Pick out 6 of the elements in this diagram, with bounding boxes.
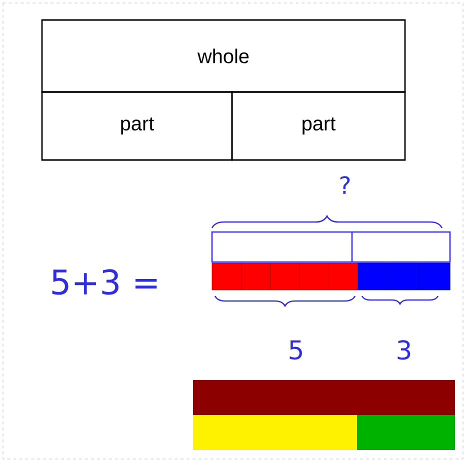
table-cell: whole	[41, 19, 406, 93]
handwritten-label: 5+3 =	[52, 269, 157, 295]
handwritten-label: 3	[398, 340, 410, 360]
table-cell: part	[231, 91, 406, 161]
handwritten-label: 5	[290, 340, 302, 360]
table-cell: part	[41, 91, 233, 161]
